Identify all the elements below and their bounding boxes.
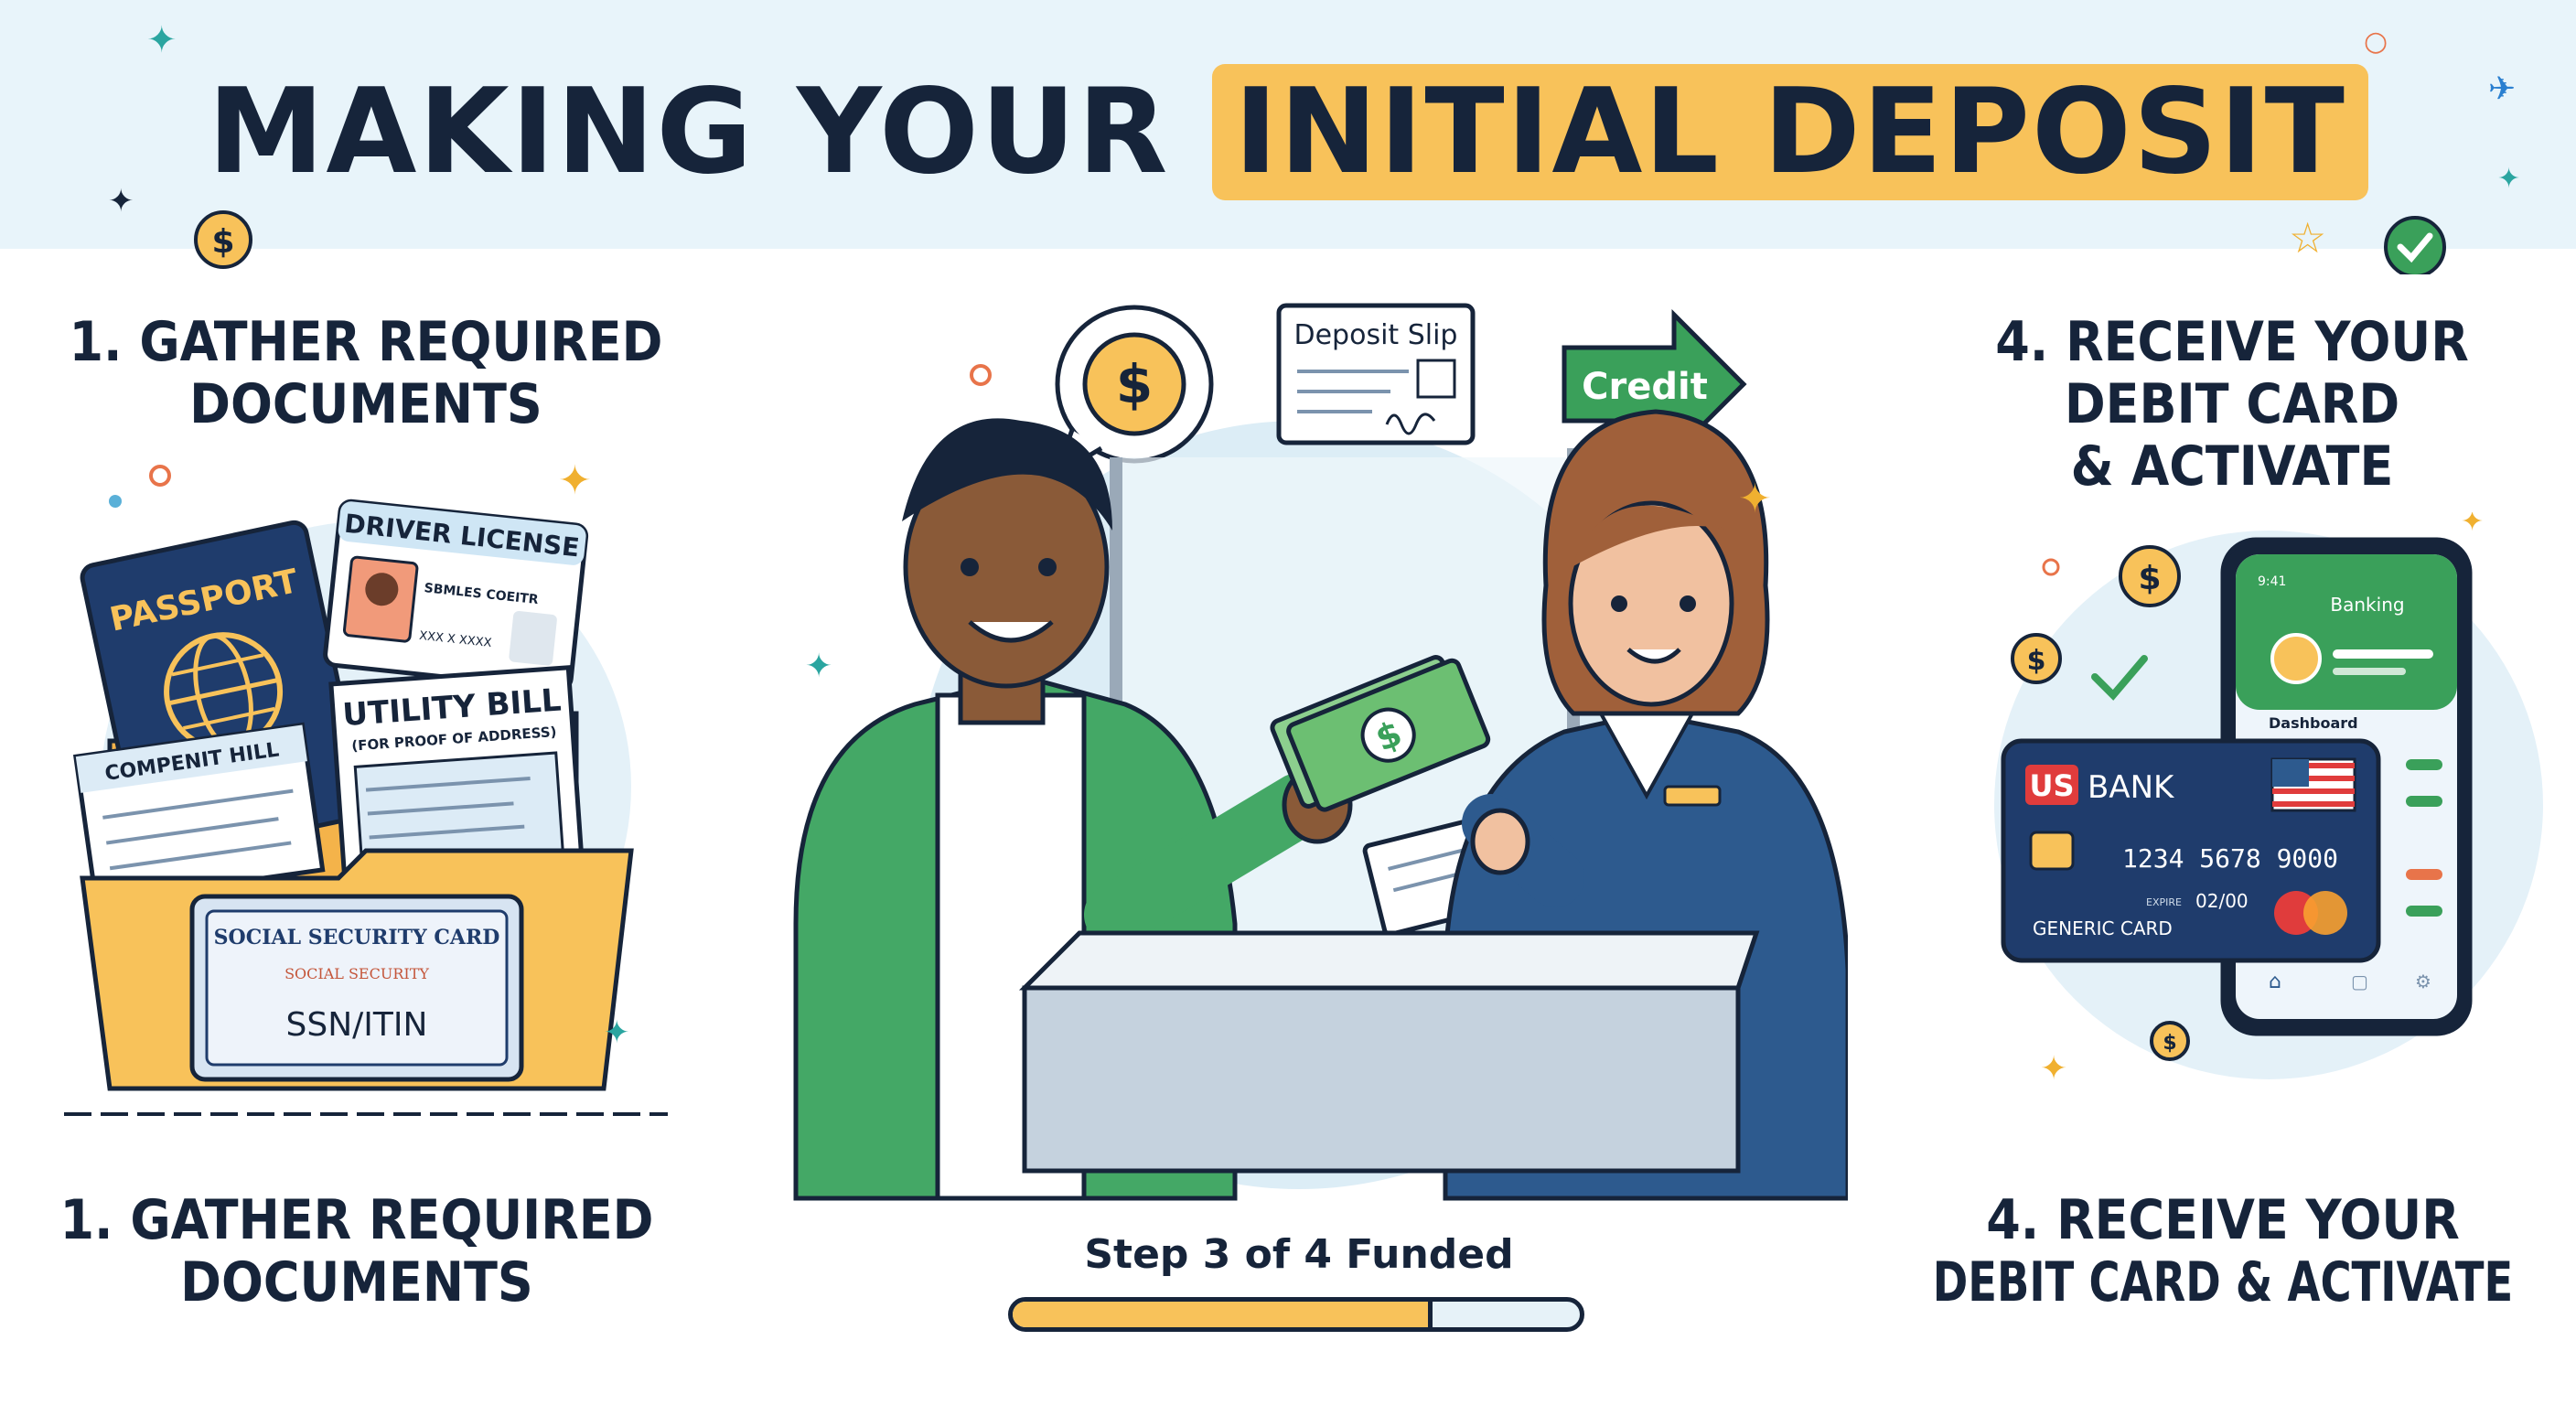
check-circle-icon xyxy=(2384,216,2446,274)
chip-icon xyxy=(2029,831,2075,871)
deposit-slip-label: Deposit Slip xyxy=(1294,319,1458,351)
svg-text:✦: ✦ xyxy=(805,648,832,685)
bank-name: BANK xyxy=(2088,769,2175,806)
coin-icon: $ xyxy=(2150,1021,2190,1061)
ssn-label: SSN/ITIN xyxy=(286,1006,428,1044)
debit-card-illustration: 9:41 Banking Dashboard ⌂ ▢ ⚙ US BANK 123… xyxy=(1994,512,2543,1088)
ssn-card-title: SOCIAL SECURITY CARD xyxy=(214,926,500,949)
svg-text:$: $ xyxy=(1116,353,1153,415)
heading-line: 1. GATHER REQUIRED xyxy=(59,1188,654,1252)
step4-heading-bottom: 4. RECEIVE YOUR DEBIT CARD & ACTIVATE xyxy=(1884,1189,2561,1314)
counter-front xyxy=(1022,985,1741,1174)
svg-text:✦: ✦ xyxy=(1738,476,1772,522)
bank-mark: US xyxy=(2029,768,2074,803)
sparkle-icon: ✦ xyxy=(146,19,177,61)
svg-text:$: $ xyxy=(2027,645,2046,677)
step4-heading-top: 4. RECEIVE YOUR DEBIT CARD & ACTIVATE xyxy=(1903,311,2561,498)
svg-text:✦: ✦ xyxy=(2461,512,2484,538)
dashboard-label: Dashboard xyxy=(2269,714,2358,732)
card-expiry: 02/00 xyxy=(2195,890,2249,912)
heading-line: DEBIT CARD & ACTIVATE xyxy=(1932,1250,2514,1314)
card-holder: GENERIC CARD xyxy=(2033,917,2173,939)
progress-bar xyxy=(1008,1297,1584,1332)
cash-icon: $ xyxy=(1270,655,1491,812)
page-title: MAKING YOUR INITIAL DEPOSIT xyxy=(0,46,2576,220)
deposit-slip: Deposit Slip xyxy=(1276,303,1476,445)
svg-text:✦: ✦ xyxy=(604,1014,630,1051)
star-icon: ☆ xyxy=(2289,213,2327,263)
coin-icon: $ xyxy=(2119,545,2181,607)
heading-line: 1. GATHER REQUIRED xyxy=(69,310,663,374)
app-title: Banking xyxy=(2330,594,2404,616)
header-decorations: $ xyxy=(194,210,2446,274)
ssn-card-sub: SOCIAL SECURITY xyxy=(284,965,429,982)
compenit-hill-paper: COMPENIT HILL xyxy=(72,722,326,905)
title-lead: MAKING YOUR xyxy=(208,64,1170,200)
ssn-card: SOCIAL SECURITY CARD SOCIAL SECURITY SSN… xyxy=(189,894,524,1082)
phone-time: 9:41 xyxy=(2258,574,2286,589)
driver-license: DRIVER LICENSE SBMLES COEITR XXX X XXXX xyxy=(323,499,589,692)
svg-text:✦: ✦ xyxy=(2040,1050,2067,1088)
svg-text:✦: ✦ xyxy=(558,457,592,504)
step1-heading-top: 1. GATHER REQUIRED DOCUMENTS xyxy=(37,311,695,435)
coin-icon xyxy=(1082,332,1186,436)
heading-line: & ACTIVATE xyxy=(2070,434,2394,499)
avatar xyxy=(2270,633,2322,684)
sparkle-icon: ✦ xyxy=(2497,163,2521,195)
documents-illustration: PASSPORT DRIVER LICENSE SBMLES COEITR XX… xyxy=(64,457,668,1116)
coin-icon: $ xyxy=(194,210,252,269)
check-icon xyxy=(2091,655,2148,701)
heading-line: 4. RECEIVE YOUR xyxy=(1986,1188,2460,1252)
home-icon: ⌂ xyxy=(2269,971,2281,993)
expiry-label: EXPIRE xyxy=(2146,896,2182,908)
heading-line: 4. RECEIVE YOUR xyxy=(1995,310,2469,374)
card-number: 1234 5678 9000 xyxy=(2122,843,2338,874)
progress-fill xyxy=(1013,1302,1433,1327)
svg-text:$: $ xyxy=(211,223,234,261)
svg-text:$: $ xyxy=(2138,560,2161,597)
title-highlight: INITIAL DEPOSIT xyxy=(1212,64,2368,200)
progress-label: Step 3 of 4 Funded xyxy=(1084,1231,1514,1278)
doc-icon: ▢ xyxy=(2351,971,2368,992)
teller-illustration: $ Deposit Slip Credit $ xyxy=(793,303,1848,1201)
credit-label: Credit xyxy=(1582,366,1708,408)
coin-icon: $ xyxy=(2011,633,2062,684)
credit-arrow: Credit xyxy=(1562,308,1747,460)
flag-icon xyxy=(2270,757,2356,812)
utility-bill: UTILITY BILL (FOR PROOF OF ADDRESS) xyxy=(328,665,586,906)
heading-line: DEBIT CARD xyxy=(2064,372,2400,436)
circle-icon: ○ xyxy=(2364,26,2388,58)
sparkle-icon: ✦ xyxy=(108,183,134,220)
counter-top xyxy=(1018,930,1760,991)
heading-line: DOCUMENTS xyxy=(180,1250,533,1314)
gear-icon: ⚙ xyxy=(2415,971,2431,992)
svg-text:$: $ xyxy=(2163,1032,2176,1055)
sparkle-icon: ✈ xyxy=(2488,70,2517,108)
heading-line: DOCUMENTS xyxy=(189,372,542,436)
debit-card: US BANK 1234 5678 9000 EXPIRE 02/00 GENE… xyxy=(2001,738,2381,963)
step1-heading-bottom: 1. GATHER REQUIRED DOCUMENTS xyxy=(18,1189,695,1314)
